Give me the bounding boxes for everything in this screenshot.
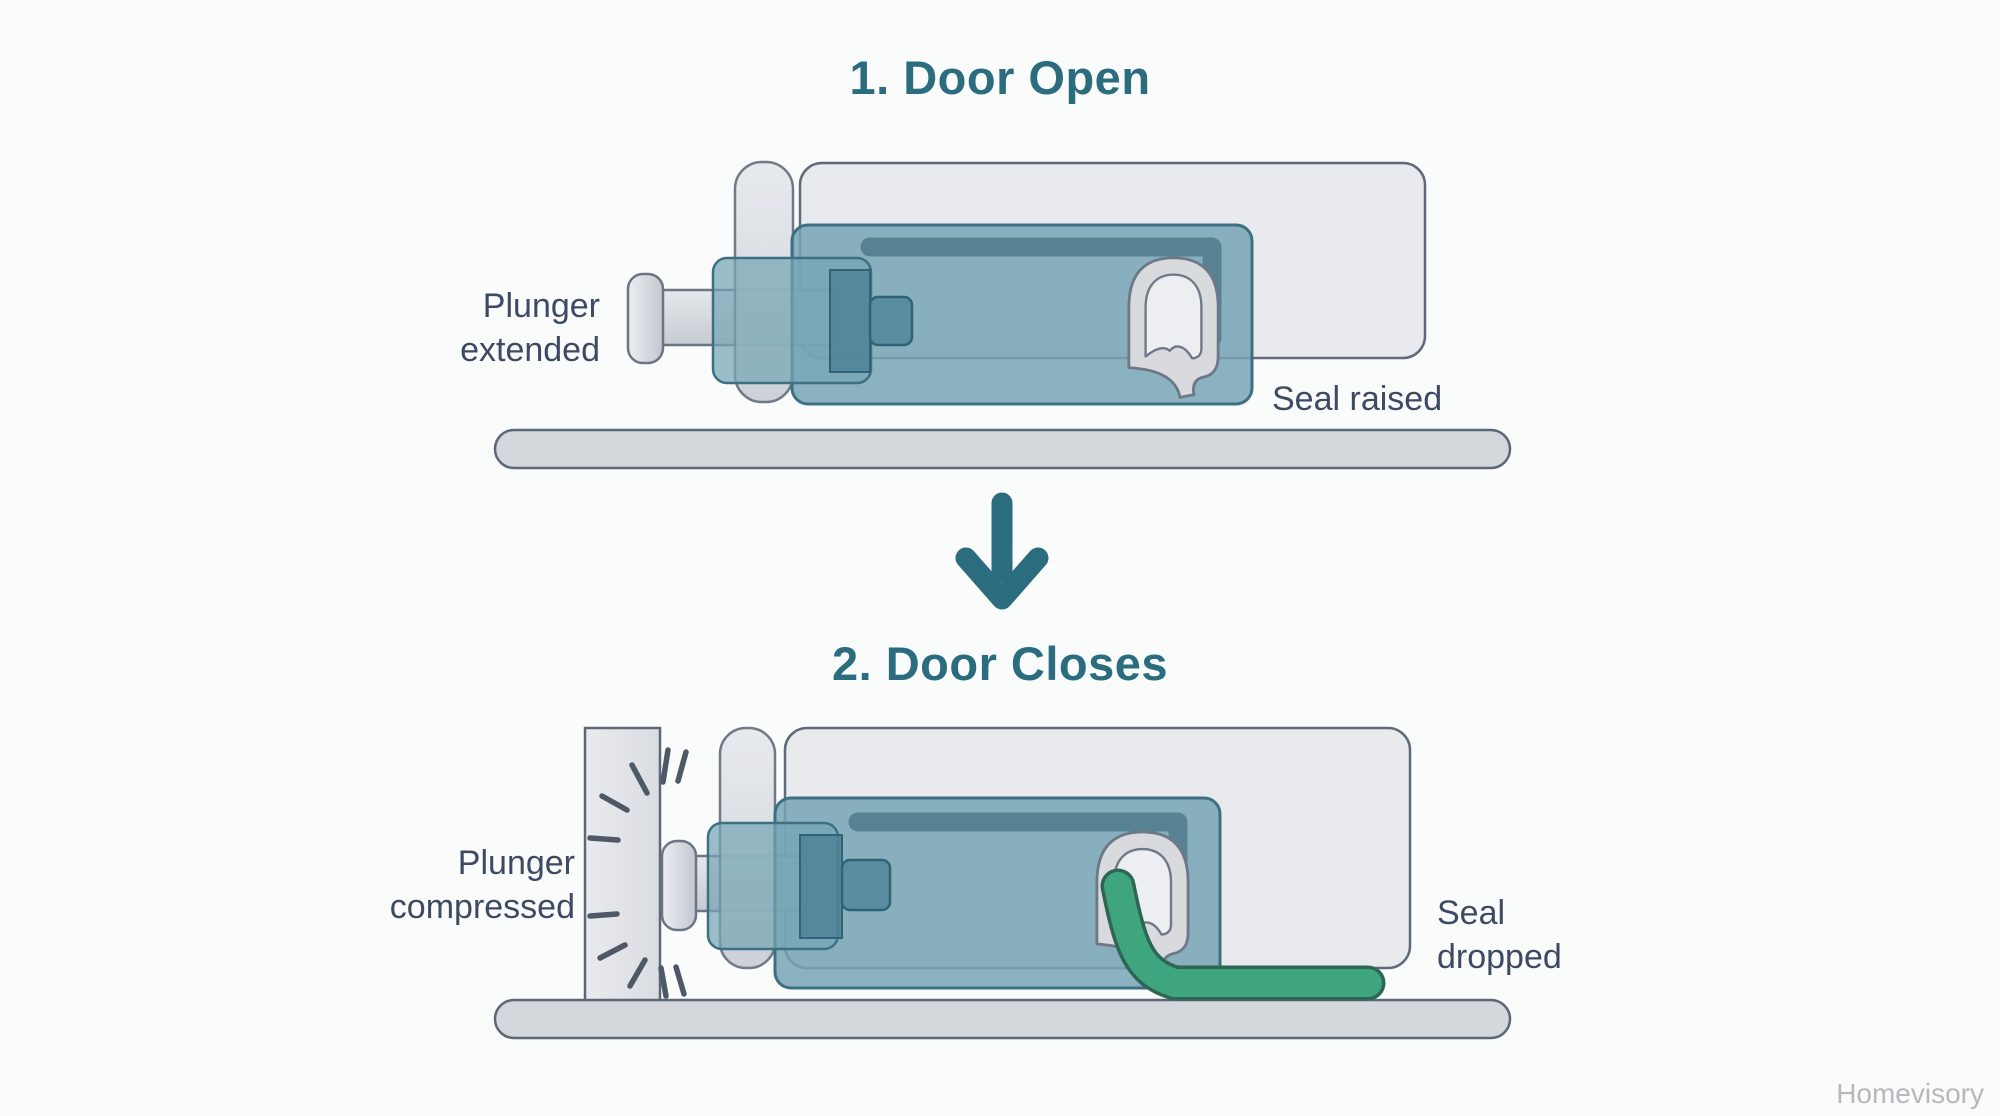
plunger-nub: [840, 858, 892, 912]
plunger-compressed-label: Plunger compressed: [389, 844, 575, 926]
impact-marks: [587, 747, 689, 999]
plunger-block: [829, 269, 871, 373]
step-1-title: 1. Door Open: [849, 51, 1151, 104]
plunger-extended-label: Plunger extended: [460, 287, 600, 369]
seal-tube-dropped: [1100, 868, 1386, 1001]
floor-bar: [493, 998, 1512, 1040]
step-2-title: 2. Door Closes: [831, 637, 1169, 690]
floor-bar: [493, 428, 1512, 470]
down-arrow-icon: [955, 492, 1049, 610]
plunger-block: [799, 834, 843, 939]
seal-raised-label: Seal raised: [1272, 380, 1443, 418]
transition-arrow: [952, 492, 1052, 617]
door-open-diagram: [493, 160, 1512, 470]
brand-watermark: Homevisory: [1836, 1078, 1984, 1109]
seal-raised-profile: [1127, 256, 1220, 399]
seal-dropped-label: Seal dropped: [1437, 894, 1562, 976]
plunger-nub: [868, 295, 914, 347]
door-closed-diagram: [493, 726, 1512, 1040]
door-jamb: [583, 726, 662, 1004]
